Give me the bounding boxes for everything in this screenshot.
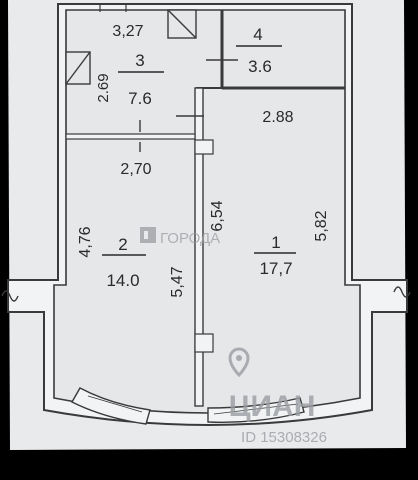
room-2-number: 2 xyxy=(118,235,127,254)
room-3-number: 3 xyxy=(135,51,144,70)
window-right xyxy=(207,397,305,423)
partition-room3-bottom xyxy=(65,133,196,140)
window-right-line xyxy=(213,403,299,415)
room-1-area: 17,7 xyxy=(259,259,292,278)
logo-icon-detail xyxy=(144,231,148,239)
room-2-area: 14.0 xyxy=(106,271,139,290)
vent-shaft-left-diagonal xyxy=(65,51,91,85)
dim-room2-left-length: 4,76 xyxy=(77,226,94,257)
brand-watermark-text: ЦИАН xyxy=(229,390,316,423)
dim-room1-width: 2.88 xyxy=(262,109,293,126)
room-4-label: 4 3.6 xyxy=(236,25,282,76)
room-4-number: 4 xyxy=(253,25,262,44)
listing-id-watermark: ID 15308326 xyxy=(241,429,327,446)
column-bottom xyxy=(194,333,214,353)
site-name-watermark: ГОРОДА xyxy=(160,230,220,247)
window-left-line xyxy=(87,395,143,413)
room-1-label: 1 17,7 xyxy=(254,233,296,278)
dim-room3-width: 3,27 xyxy=(112,23,143,40)
brand-watermark: ЦИАН ID 15308326 xyxy=(228,347,327,446)
break-mark-left xyxy=(1,290,19,302)
room-4-area: 3.6 xyxy=(248,57,272,76)
location-pin-icon xyxy=(228,347,250,378)
room-1-number: 1 xyxy=(271,233,280,252)
column-top xyxy=(194,139,214,155)
dim-room1-outer-length: 5,82 xyxy=(313,210,330,241)
vent-shaft-top-diagonal xyxy=(167,9,197,39)
dim-room2-right-length: 5,47 xyxy=(169,266,186,297)
room-3-label: 3 7.6 xyxy=(118,51,164,108)
partition-room1-left xyxy=(194,87,204,407)
room-3-area: 7.6 xyxy=(128,89,152,108)
dim-room1-inner-length: 6,54 xyxy=(209,200,226,231)
dim-room2-width: 2,70 xyxy=(120,161,151,178)
dim-room3-depth: 2.69 xyxy=(95,73,112,102)
site-watermark: ГОРОДА xyxy=(140,227,220,247)
break-mark-right xyxy=(393,286,411,298)
room-2-label: 2 14.0 xyxy=(102,235,146,290)
